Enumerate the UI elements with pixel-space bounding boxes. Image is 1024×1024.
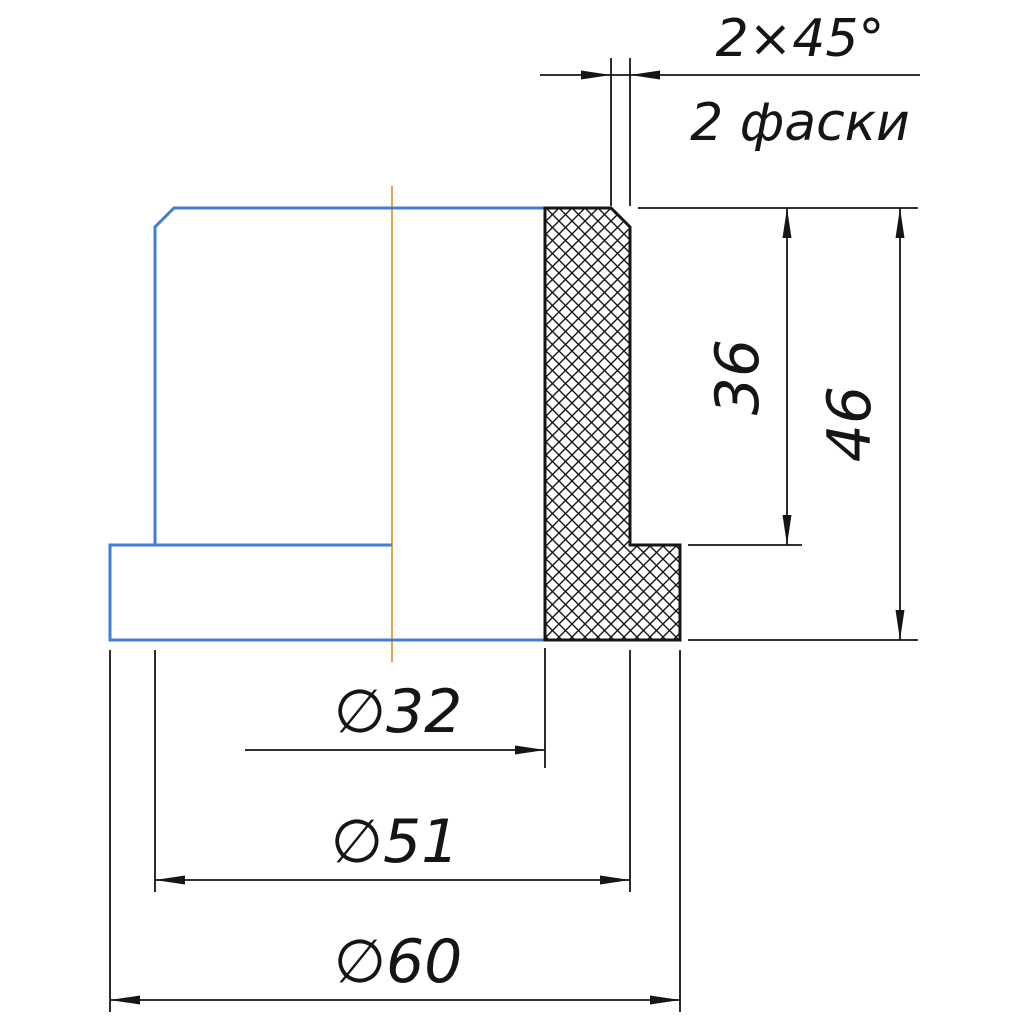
part-outline-exterior [108,206,545,642]
dimension-flange-diameter: ∅60 [109,650,681,1012]
arrowhead-left-icon [630,70,660,80]
arrowhead-up-icon [782,208,792,238]
dimension-bore-diameter: ∅32 [245,648,546,768]
total-height-label: 46 [815,386,885,462]
part-section-hatched [543,206,682,642]
body-diameter-label: ∅51 [331,807,460,877]
dimension-body-height: 36 [688,208,802,546]
arrowhead-up-icon [895,208,905,238]
arrowhead-left-icon [110,995,140,1005]
dimension-total-height: 46 [638,207,918,641]
total-height-dimension-lines [638,207,918,641]
arrowhead-right-icon [515,745,545,755]
body-diameter-dimension-lines [154,650,631,892]
arrowhead-right-icon [581,70,611,80]
chamfer-note-label: 2 фаски [690,93,910,153]
arrowhead-left-icon [155,875,185,885]
arrowhead-down-icon [895,610,905,640]
flange-diameter-label: ∅60 [334,927,463,997]
arrowhead-right-icon [600,875,630,885]
dimension-body-diameter: ∅51 [154,650,631,892]
flange-diameter-dimension-lines [109,650,681,1012]
bore-diameter-label: ∅32 [334,677,463,747]
chamfer-label: 2×45° [716,9,885,69]
bore-diameter-dimension-lines [245,648,546,768]
arrowhead-down-icon [782,515,792,545]
body-height-label: 36 [703,339,773,415]
dimension-chamfer: 2×45° 2 фаски [540,9,920,206]
body-height-dimension-lines [688,208,802,546]
arrowhead-right-icon [650,995,680,1005]
